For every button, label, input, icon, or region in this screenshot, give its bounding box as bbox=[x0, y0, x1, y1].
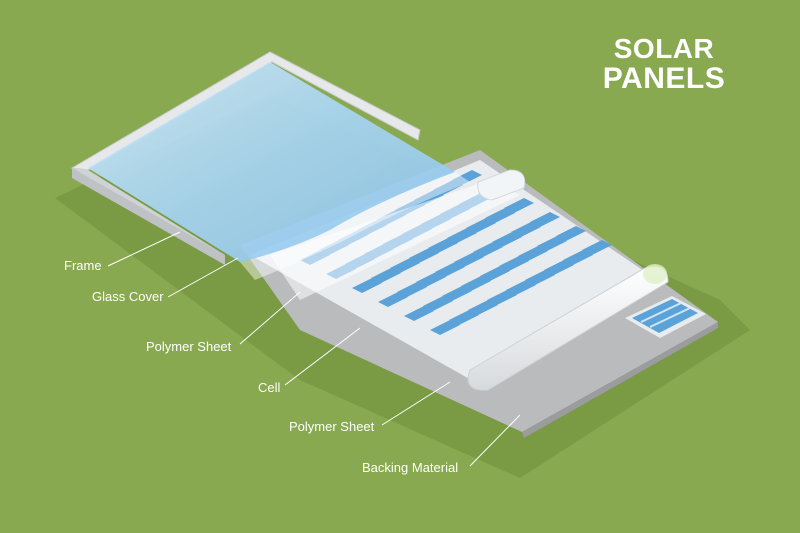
solar-cell bbox=[518, 246, 548, 261]
polymer-roll-upper bbox=[477, 169, 526, 201]
solar-cell bbox=[371, 268, 401, 283]
solar-cell bbox=[352, 278, 382, 293]
solar-cell bbox=[447, 228, 477, 243]
solar-cell bbox=[468, 300, 498, 315]
solar-cell bbox=[435, 262, 465, 277]
solar-cell bbox=[430, 320, 460, 335]
solar-cell bbox=[409, 248, 439, 263]
polymer-sheet-top bbox=[270, 180, 520, 300]
solar-cell bbox=[433, 180, 463, 195]
label-polymer-sheet-top: Polymer Sheet bbox=[146, 339, 232, 354]
solar-cell bbox=[492, 232, 522, 247]
label-backing-material: Backing Material bbox=[362, 460, 459, 475]
solar-cell bbox=[449, 310, 479, 325]
solar-cell bbox=[378, 292, 408, 307]
solar-cell bbox=[466, 218, 496, 233]
solar-cell bbox=[416, 272, 446, 287]
solar-cell bbox=[537, 236, 567, 251]
solar-cell bbox=[563, 250, 593, 265]
backing-material-edge bbox=[522, 322, 718, 438]
label-glass-cover: Glass Cover bbox=[92, 289, 164, 304]
title-line-2: PANELS bbox=[602, 62, 726, 96]
exposed-cell bbox=[625, 296, 706, 338]
label-cell: Cell bbox=[258, 380, 281, 395]
label-frame: Frame bbox=[64, 258, 102, 273]
solar-cell bbox=[461, 276, 491, 291]
solar-cell bbox=[390, 258, 420, 273]
solar-cell bbox=[485, 208, 515, 223]
backing-material-leader bbox=[469, 414, 521, 467]
frame-leader bbox=[107, 231, 181, 267]
solar-cell bbox=[473, 242, 503, 257]
solar-cell bbox=[506, 280, 536, 295]
solar-cell bbox=[397, 282, 427, 297]
solar-cell bbox=[414, 190, 444, 205]
polymer-sheet-bottom-leader bbox=[381, 381, 451, 426]
polymer-roll-lower bbox=[467, 264, 669, 391]
label-polymer-sheet-bottom: Polymer Sheet bbox=[289, 419, 375, 434]
solar-cell bbox=[556, 226, 586, 241]
solar-cell bbox=[499, 256, 529, 271]
solar-cell bbox=[454, 252, 484, 267]
solar-cell bbox=[504, 198, 534, 213]
polymer-sheet-top-leader bbox=[239, 291, 301, 345]
glass-cover-leader bbox=[167, 257, 239, 298]
leader-lines bbox=[107, 231, 521, 467]
solar-cell bbox=[452, 170, 482, 185]
solar-cell bbox=[442, 286, 472, 301]
solar-cell bbox=[423, 296, 453, 311]
cell-leader bbox=[284, 327, 361, 386]
glass-cover bbox=[88, 62, 470, 280]
solar-cell bbox=[511, 222, 541, 237]
solar-cell bbox=[480, 266, 510, 281]
solar-cell bbox=[582, 240, 612, 255]
solar-cell bbox=[428, 238, 458, 253]
solar-cell bbox=[487, 290, 517, 305]
title-line-1: SOLAR bbox=[613, 33, 715, 64]
solar-cell bbox=[530, 212, 560, 227]
solar-cell bbox=[525, 270, 555, 285]
solar-cell bbox=[404, 306, 434, 321]
page-title: SOLAR PANELS bbox=[564, 34, 764, 95]
solar-cell bbox=[544, 260, 574, 275]
